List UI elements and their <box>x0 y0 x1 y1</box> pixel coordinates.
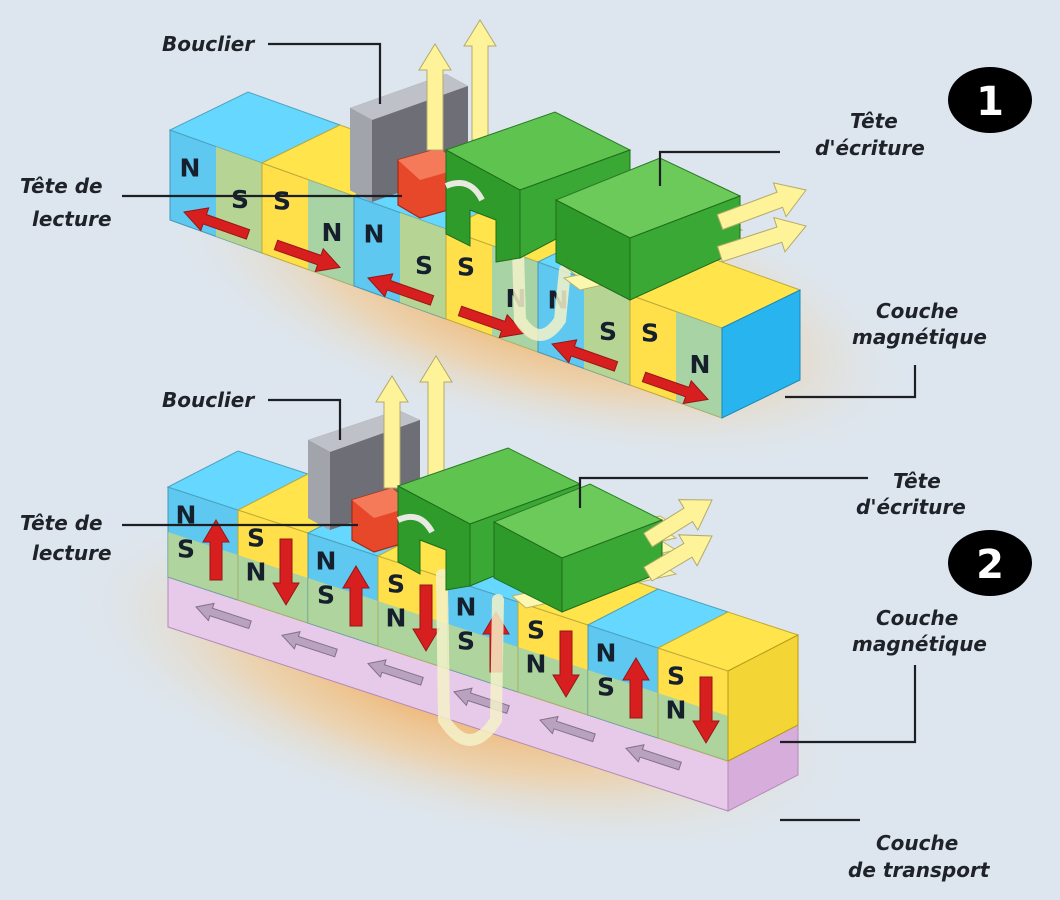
label-write-head-1-line2: d'écriture <box>815 136 925 160</box>
p1-cell-3-pole-left: N <box>364 220 385 249</box>
p2-cell-1-pole-top: N <box>176 501 197 530</box>
p2-cell-1-blend <box>168 532 238 600</box>
p2-field-arrow-right-1 <box>643 499 713 548</box>
p2-cell-2-blend <box>238 555 308 623</box>
p1-cell-1-pole-left: N <box>180 154 201 183</box>
p1-cell-2: SN <box>260 124 434 287</box>
leader-lines <box>122 42 917 822</box>
label-write-head-2-line1: Tête <box>893 469 941 493</box>
p2-cell-3-arrow <box>342 564 370 627</box>
p1-cell-1-arrow <box>183 207 251 240</box>
label-shield-1: Bouclier <box>162 32 255 56</box>
p2-cell-1-arrow <box>202 518 230 581</box>
transport-arrow-5 <box>539 715 596 743</box>
p1-cell-1-pole-right: S <box>231 185 249 214</box>
p1-belt-end-face <box>721 289 801 419</box>
p2-cell-8-arrow <box>692 676 720 744</box>
p2-belt-end-face <box>727 634 799 762</box>
p1-field-arrow-up-1 <box>418 43 452 151</box>
p2-cell-3-pole-top: N <box>316 547 337 576</box>
p2-cell-4-arrow <box>412 584 440 652</box>
label-write-head-2-line2: d'écriture <box>856 495 966 519</box>
label-read-head-2-line2: lecture <box>32 541 112 565</box>
p1-cell-2-pole-left: S <box>273 187 291 216</box>
p2-cell-2-arrow <box>272 538 300 606</box>
transport-arrow-6 <box>625 744 682 771</box>
p2-cell-7: NS <box>586 588 730 739</box>
p1-cell-3-pole-right: S <box>415 251 433 280</box>
label-read-head-1-line1: Tête de <box>20 174 103 198</box>
p1-cell-6-pole-left: S <box>641 319 659 348</box>
p1-cell-5-arrow <box>551 339 619 372</box>
p2-cell-2-pole-top: S <box>247 524 265 553</box>
p2-cell-3-pole-bottom: S <box>317 581 335 610</box>
p2-cell-7-blend <box>588 670 658 738</box>
p1-field-arrow-right-2 <box>716 216 807 263</box>
p2-cell-5-pole-top: N <box>456 593 477 622</box>
p1-field-arrow-right-1 <box>716 182 807 231</box>
p1-shield-front <box>350 108 372 202</box>
label-write-head-1-line1: Tête <box>850 109 898 133</box>
number-badge-2: 2 <box>948 530 1032 596</box>
p1-cell-6-pole-right: N <box>690 350 711 379</box>
p1-cell-2-arrow <box>273 239 341 273</box>
p2-cell-6-pole-top: S <box>527 616 545 645</box>
transport-arrow-3 <box>367 659 424 686</box>
p2-write-gap <box>396 514 435 534</box>
label-magnetic-layer-1-line2: magnétique <box>852 325 987 349</box>
p1-cell-6-arrow <box>641 371 709 405</box>
p2-shield-front <box>308 440 330 530</box>
p2-cell-8-blend <box>658 693 728 761</box>
p2-cell-3-blend <box>308 578 378 646</box>
panel-number-1: 1 <box>976 79 1004 125</box>
p1-cell-3-arrow <box>367 273 435 306</box>
p1-cell-5-pole-right: S <box>599 317 617 346</box>
p2-cell-6-blend <box>518 647 588 715</box>
p2-cell-4-pole-top: S <box>387 570 405 599</box>
label-read-head-1-line2: lecture <box>32 207 112 231</box>
label-read-head-2-line1: Tête de <box>20 511 103 535</box>
transport-arrow-2 <box>281 631 338 658</box>
p2-field-arrow-up-1 <box>375 375 409 489</box>
p1-field-arrow-up-2 <box>463 19 497 141</box>
p2-field-loop <box>436 569 504 746</box>
p2-cell-6-pole-bottom: N <box>526 650 547 679</box>
p1-cell-2-pole-right: N <box>322 218 343 247</box>
label-transport-layer-line2: de transport <box>848 858 991 882</box>
label-magnetic-layer-1-line1: Couche <box>876 299 958 323</box>
p1-write-gap <box>444 180 485 202</box>
label-magnetic-layer-2-line1: Couche <box>876 606 958 630</box>
p2-cell-7-pole-bottom: S <box>597 673 615 702</box>
p2-cell-4-pole-bottom: N <box>386 604 407 633</box>
panel-number-2: 2 <box>976 542 1004 588</box>
transport-arrow-1 <box>195 602 252 630</box>
p2-cell-8-pole-top: S <box>667 662 685 691</box>
p2-cell-6-arrow <box>552 630 580 698</box>
p2-field-arrow-up-2 <box>419 355 453 479</box>
p2-cell-7-pole-top: N <box>596 639 617 668</box>
p2-cell-8-pole-bottom: N <box>666 696 687 725</box>
p1-field-loop <box>512 244 571 341</box>
number-badge-1: 1 <box>948 67 1032 133</box>
label-shield-2: Bouclier <box>162 388 255 412</box>
p2-cell-5-pole-bottom: S <box>457 627 475 656</box>
p2-cell-4-blend <box>378 601 448 669</box>
label-transport-layer-line1: Couche <box>876 831 958 855</box>
p2-cell-2-pole-bottom: N <box>246 558 267 587</box>
p2-field-arrow-right-2 <box>643 534 713 582</box>
p2-cell-7-arrow <box>622 656 650 719</box>
p2-cell-1-pole-bottom: S <box>177 535 195 564</box>
p1-cell-4-pole-left: S <box>457 253 475 282</box>
label-magnetic-layer-2-line2: magnétique <box>852 632 987 656</box>
p1-cell-1: NS <box>168 91 342 254</box>
